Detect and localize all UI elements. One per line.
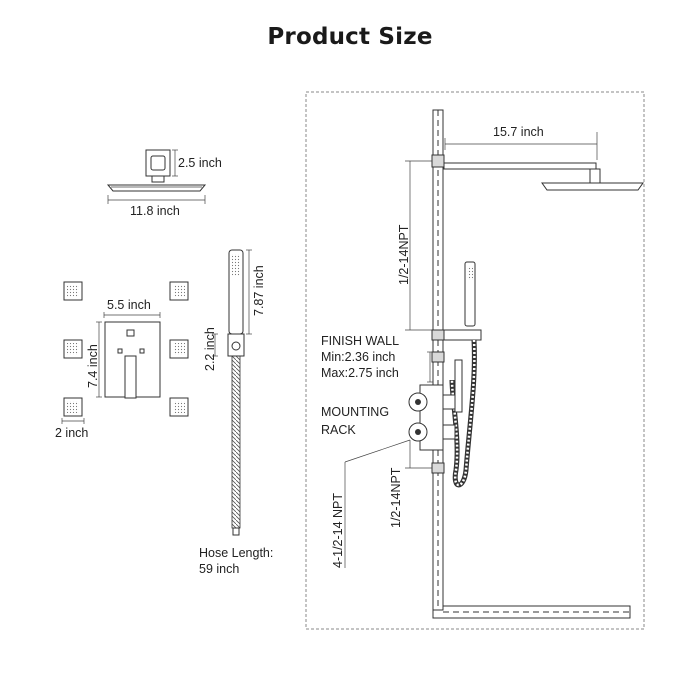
finish-wall-dimension (427, 351, 433, 383)
top-thread-label: 1/2-14NPT (397, 224, 411, 285)
shower-head-width-label: 11.8 inch (130, 204, 180, 218)
body-jet-icon (63, 339, 83, 359)
shower-head-width-dimension (107, 195, 206, 204)
installed-shower-head (541, 182, 644, 191)
finish-wall-min: Min:2.36 inch (321, 350, 395, 364)
mounting-rack-label-line2: RACK (321, 423, 356, 437)
shower-head-height-label: 2.5 inch (178, 156, 222, 170)
installed-holder (442, 329, 482, 341)
mounting-rack-label-line1: MOUNTING (321, 405, 389, 419)
top-thread-dimension (405, 160, 432, 331)
outlet-fitting (431, 351, 445, 363)
body-jets (61, 281, 189, 424)
top-fitting (431, 154, 445, 168)
arm-length-label: 15.7 inch (493, 125, 544, 139)
hose-length-label: Hose Length: (199, 546, 273, 560)
body-jet-icon (169, 397, 189, 417)
finish-wall-max: Max:2.75 inch (321, 366, 399, 380)
body-jet-size-label: 2 inch (55, 426, 88, 440)
side-thread-label: 4-1/2-14 NPT (331, 493, 345, 568)
valve-plate-width-label: 5.5 inch (107, 298, 151, 312)
valve-plate-height-label: 7.4 inch (86, 344, 100, 388)
installed-hand-shower (431, 261, 482, 488)
page-title: Product Size (267, 24, 433, 50)
hand-shower-length-label: 7.87 inch (252, 265, 266, 316)
installation-panel (305, 91, 645, 630)
body-jet-icon (169, 339, 189, 359)
bottom-thread-label: 1/2-14NPT (389, 467, 403, 528)
valve-handle (124, 355, 137, 399)
bottom-fitting (431, 462, 445, 474)
valve-plate-drawing (96, 312, 161, 399)
shower-head-drawing (106, 149, 207, 192)
finish-wall-label: FINISH WALL (321, 334, 399, 348)
mounting-rack (408, 359, 463, 474)
hose (231, 355, 241, 529)
body-jet-icon (63, 397, 83, 417)
hand-shower-drawing (212, 249, 252, 536)
body-jet-icon (63, 281, 83, 301)
side-thread-leader (344, 439, 411, 568)
hose-length-value: 59 inch (199, 562, 239, 576)
installed-shower-arm (431, 132, 644, 191)
body-jet-icon (169, 281, 189, 301)
bottom-thread-dimension (405, 440, 432, 469)
finish-wall-fitting (431, 329, 445, 341)
shower-head-plate (106, 184, 207, 192)
holder-size-label: 2.2 inch (203, 327, 217, 371)
